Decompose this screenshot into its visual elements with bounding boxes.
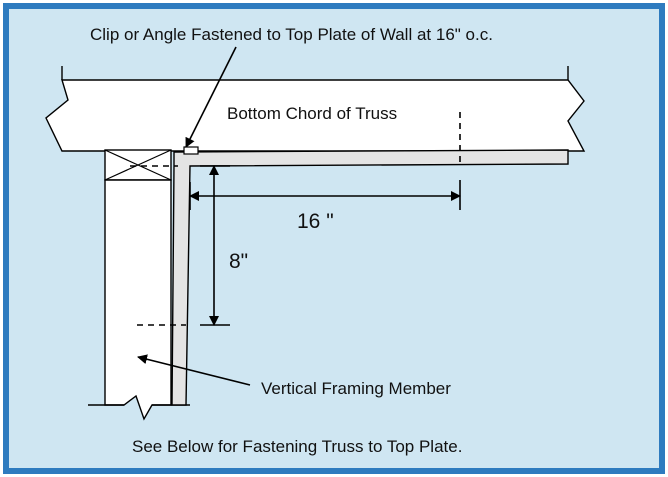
vertical-framing-member: [104, 179, 172, 421]
vertical-member-label: Vertical Framing Member: [261, 379, 451, 398]
clip-note-label: Clip or Angle Fastened to Top Plate of W…: [90, 25, 493, 44]
member-leader-arrow: [137, 354, 251, 386]
bottom-chord-member: [45, 79, 586, 152]
clip-leader-arrow: [185, 46, 237, 148]
clip-fastener: [183, 146, 199, 155]
top-plate-x-2: [104, 149, 172, 181]
horizontal-dimension-label: 16 ": [297, 210, 334, 233]
bottom-chord-label: Bottom Chord of Truss: [227, 104, 397, 123]
footer-note: See Below for Fastening Truss to Top Pla…: [132, 437, 462, 456]
clip-angle: [171, 149, 569, 406]
vertical-dimension-label: 8": [229, 250, 248, 273]
